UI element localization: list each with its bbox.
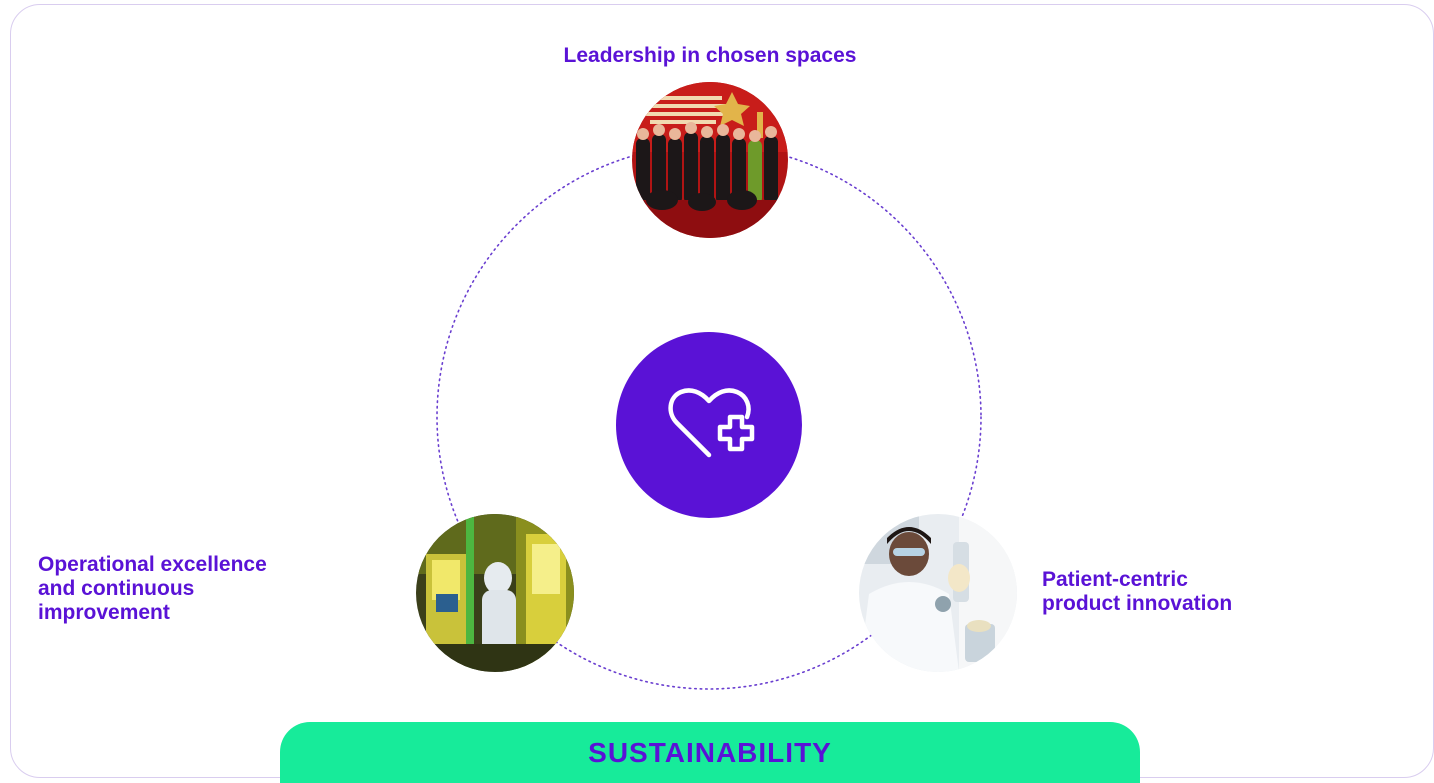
photo-production-lab xyxy=(416,514,574,672)
label-patient-centric: Patient-centric product innovation xyxy=(1042,568,1233,615)
heart-plus-icon xyxy=(668,388,755,458)
label-leadership: Leadership in chosen spaces xyxy=(563,44,857,67)
photo-award-team xyxy=(632,82,788,238)
center-circle xyxy=(616,332,802,518)
photo-scientist xyxy=(859,514,1017,672)
sustainability-banner: SUSTAINABILITY xyxy=(280,722,1140,783)
banner-label: SUSTAINABILITY xyxy=(588,736,832,768)
label-operational-excellence: Operational excellence and continuous im… xyxy=(38,553,267,624)
